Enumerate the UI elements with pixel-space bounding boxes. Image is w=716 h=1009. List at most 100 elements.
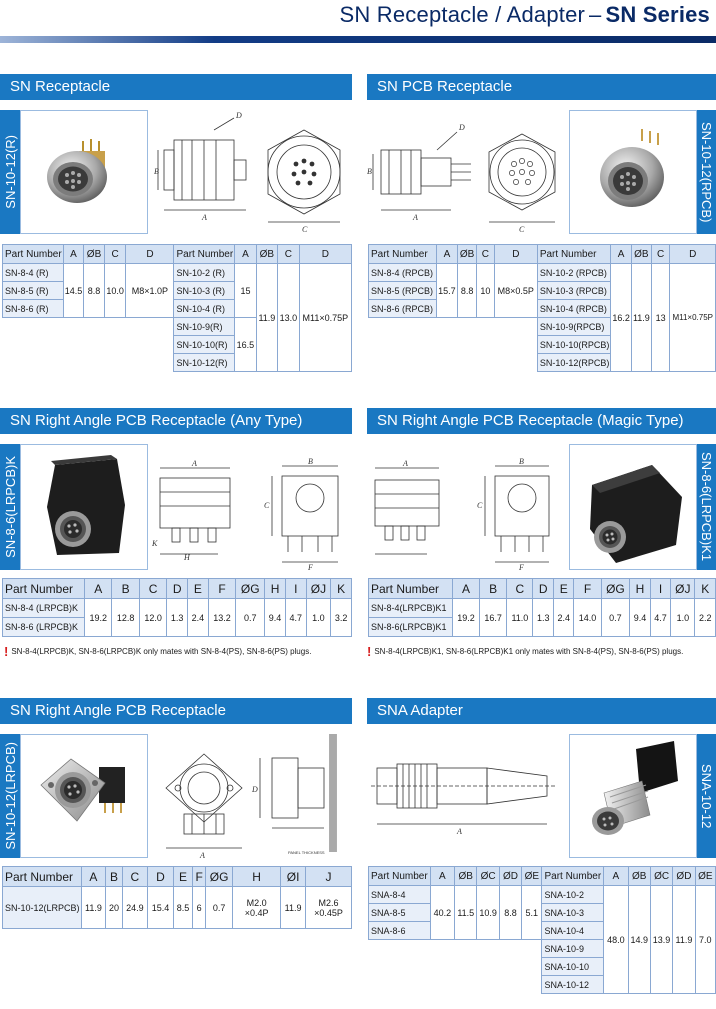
section-heading: SN Right Angle PCB Receptacle (Any Type) <box>0 408 352 434</box>
svg-text:D: D <box>458 123 465 132</box>
svg-text:A: A <box>456 827 462 836</box>
technical-drawing-icon: A B C F K H <box>151 457 339 572</box>
table-row: SN-10-9(R) 16.5 <box>3 317 352 372</box>
panel-thickness-label: PANEL THICKNESS <box>288 850 325 855</box>
table-row: SN-10-12(LRPCB) 11.9 20 24.9 15.4 8.5 6 … <box>2 886 352 929</box>
svg-text:A: A <box>201 213 207 222</box>
svg-text:B: B <box>367 167 372 176</box>
table-row: SN-8-4 (LRPCB)K 19.2 12.8 12.0 1.3 2.4 1… <box>2 598 352 637</box>
technical-drawing-icon: A <box>371 763 557 836</box>
section-right-angle-any: SN Right Angle PCB Receptacle (Any Type)… <box>0 408 352 668</box>
table-header-row: Part Number A ØB C D Part Number A ØB C … <box>2 244 353 264</box>
adapter-drawing: A <box>367 744 567 854</box>
right-angle-pcb-spec-table: Part Number A B C D E F ØG H ØI J SN-10-… <box>2 866 352 929</box>
section-right-angle-magic: SN Right Angle PCB Receptacle (Magic Typ… <box>367 408 716 668</box>
model-tab: SN-8-6(LRPCB)K1 <box>697 444 716 570</box>
section-sna-adapter: SNA Adapter A SNA-10-12 Part Number A <box>367 698 716 998</box>
svg-text:K: K <box>152 539 158 548</box>
svg-text:F: F <box>307 563 313 570</box>
adapter-spec-table: Part Number A ØB ØC ØD ØE Part Number A … <box>368 866 716 994</box>
warning-icon: ! <box>367 644 372 659</box>
pcb-drawing: A C B D <box>367 110 567 256</box>
product-photo <box>20 110 148 234</box>
svg-text:C: C <box>477 501 483 510</box>
table-row: SN-8-4(LRPCB)K1 19.2 16.7 11.0 1.3 2.4 1… <box>368 598 716 637</box>
table-row: SN-10-12(RPCB) <box>369 353 716 372</box>
table-row: SN-8-6 (LRPCB)K <box>2 617 352 637</box>
svg-text:B: B <box>519 458 524 466</box>
pcb-spec-table: Part Number A ØB C D Part Number A ØB C … <box>368 244 716 372</box>
table-row: SNA-8-4 40.2 11.5 10.9 8.8 5.1 SNA-10-2 … <box>368 885 716 994</box>
table-header-row: Part Number A B C D E F ØG H I ØJ K <box>368 578 716 599</box>
svg-text:D: D <box>235 111 242 120</box>
section-heading: SN Right Angle PCB Receptacle <box>0 698 352 724</box>
right-angle-any-drawing: A B C F K H <box>151 457 352 572</box>
table-row: SN-8-4 (RPCB) 15.7 8.8 10 M8×0.5P SN-10-… <box>368 263 716 372</box>
receptacle-photo-icon <box>47 139 107 203</box>
table-header-row: Part Number A ØB ØC ØD ØE Part Number A … <box>368 866 716 886</box>
table-row: SNA-8-6 SNA-10-4 <box>368 921 716 940</box>
svg-text:B: B <box>154 167 159 176</box>
table-row: SN-8-6(LRPCB)K1 <box>368 617 716 637</box>
model-tab: SN-8-6(LRPCB)K <box>0 444 20 570</box>
svg-text:C: C <box>519 225 525 234</box>
technical-drawing-icon: A C B D <box>154 111 341 234</box>
model-tab: SN-10-12(R) <box>0 110 20 234</box>
svg-text:C: C <box>264 501 270 510</box>
receptacle-spec-table: Part Number A ØB C D Part Number A ØB C … <box>2 244 353 372</box>
adapter-photo-icon <box>592 741 678 835</box>
technical-drawing-icon: A C B D <box>367 123 556 234</box>
table-header-row: Part Number A B C D E F ØG H ØI J <box>2 866 352 887</box>
section-receptacle: SN Receptacle SN-10-12(R) <box>0 74 353 374</box>
right-angle-any-photo-icon <box>47 455 125 555</box>
svg-text:H: H <box>183 553 191 562</box>
svg-text:A: A <box>412 213 418 222</box>
mating-note: !SN-8-4(LRPCB)K, SN-8-6(LRPCB)K only mat… <box>4 644 312 659</box>
table-row: SN-8-6 (RPCB) SN-10-4 (RPCB) <box>368 299 716 318</box>
product-photo <box>569 444 697 570</box>
svg-text:C: C <box>302 225 308 234</box>
pcb-receptacle-photo-icon <box>600 129 664 207</box>
svg-text:F: F <box>518 563 524 570</box>
model-tab: SN-10-12(LRPCB) <box>0 734 20 858</box>
table-row: SNA-10-9 <box>369 939 716 958</box>
svg-text:A: A <box>199 851 205 860</box>
section-heading: SN Right Angle PCB Receptacle (Magic Typ… <box>367 408 716 434</box>
table-row: SN-8-6 (R) SN-10-4 (R) <box>2 299 352 318</box>
product-photo <box>569 734 697 858</box>
right-angle-pcb-drawing: A D PANEL THICKNESS <box>152 728 352 860</box>
table-row: SN-10-9(RPCB) <box>369 317 716 336</box>
model-tab: SN-10-12(RPCB) <box>697 110 716 234</box>
svg-text:B: B <box>308 458 313 466</box>
right-angle-magic-drawing: A B C F <box>367 457 567 572</box>
section-heading: SNA Adapter <box>367 698 716 724</box>
right-angle-magic-photo-icon <box>590 465 682 563</box>
product-photo <box>569 110 697 234</box>
section-heading: SN Receptacle <box>0 74 352 100</box>
svg-text:A: A <box>402 459 408 468</box>
section-right-angle-pcb: SN Right Angle PCB Receptacle SN-10-12(L… <box>0 698 352 948</box>
receptacle-drawing: A C B D <box>154 110 352 256</box>
warning-icon: ! <box>4 644 9 659</box>
table-row: SNA-10-10 <box>369 957 716 976</box>
section-pcb-receptacle: SN PCB Receptacle A C B D <box>367 74 716 374</box>
table-row: SN-8-4 (R) 14.5 8.8 10.0 M8×1.0P SN-10-2… <box>2 263 353 372</box>
technical-drawing-icon: A D PANEL THICKNESS <box>165 734 337 860</box>
right-angle-pcb-photo-icon <box>40 758 125 822</box>
section-heading: SN PCB Receptacle <box>367 74 716 100</box>
table-row: SN-10-10(R) <box>3 335 352 354</box>
right-angle-any-spec-table: Part Number A B C D E F ØG H I ØJ K SN-8… <box>2 578 352 637</box>
right-angle-magic-spec-table: Part Number A B C D E F ØG H I ØJ K SN-8… <box>368 578 716 637</box>
table-header-row: Part Number A ØB C D Part Number A ØB C … <box>368 244 716 264</box>
page-title: SN Receptacle / Adapter–SN Series <box>339 2 710 27</box>
product-photo <box>20 734 148 858</box>
mating-note: !SN-8-4(LRPCB)K1, SN-8-6(LRPCB)K1 only m… <box>367 644 684 659</box>
model-tab: SNA-10-12 <box>697 734 716 858</box>
svg-text:D: D <box>251 785 258 794</box>
header-rule <box>0 36 716 43</box>
page-header: SN Receptacle / Adapter–SN Series <box>0 0 716 43</box>
technical-drawing-icon: A B C F <box>374 457 550 572</box>
svg-text:A: A <box>191 459 197 468</box>
table-row: SN-10-12(R) <box>3 353 352 372</box>
table-row: SNA-10-12 <box>369 975 716 994</box>
